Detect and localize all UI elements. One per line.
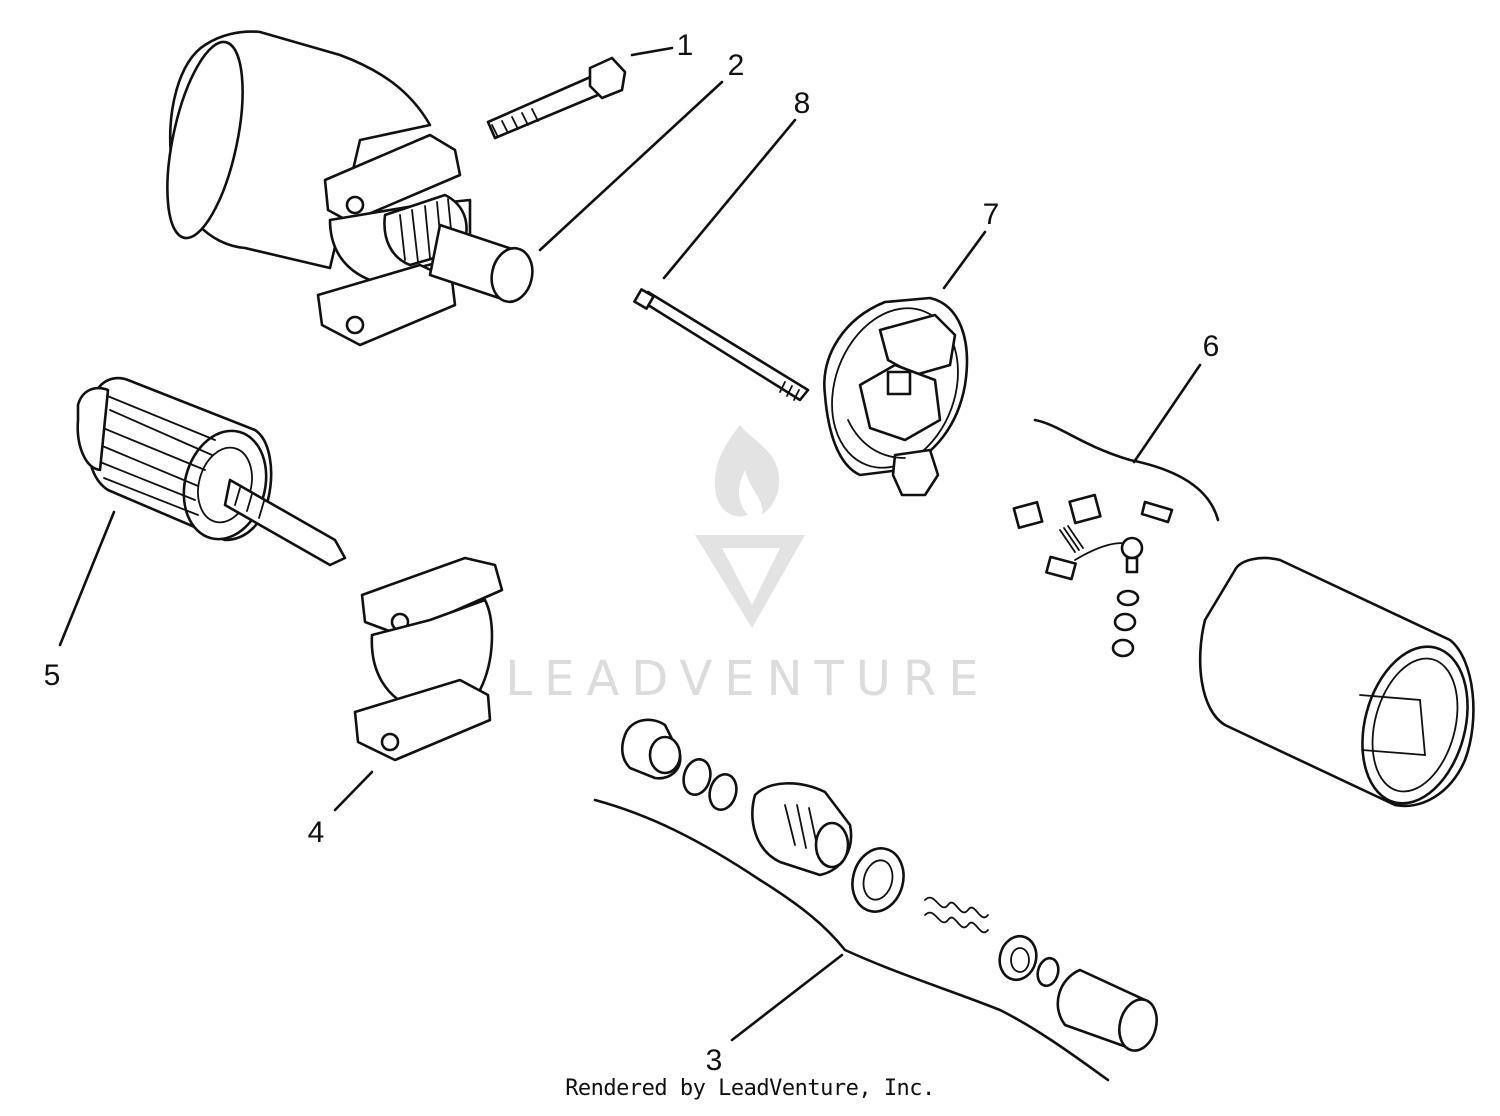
watermark: LEADVENTURE — [505, 425, 990, 707]
callout-3: 3 — [706, 1044, 723, 1077]
leader-line-5 — [58, 510, 116, 647]
callout-8: 8 — [794, 87, 811, 120]
leader-line-7 — [942, 230, 987, 290]
callout-5: 5 — [44, 659, 61, 692]
starter-housing-assembly — [166, 30, 534, 347]
armature-part — [76, 376, 347, 567]
callout-2: 2 — [728, 49, 745, 82]
callout-1: 1 — [677, 29, 694, 62]
bolt-part — [486, 56, 627, 140]
end-plate-part — [823, 296, 969, 497]
callout-7: 7 — [983, 198, 1000, 231]
callout-6: 6 — [1203, 330, 1220, 363]
watermark-flame-icon — [715, 425, 780, 517]
drive-kit-part — [593, 718, 1158, 1082]
watermark-v-icon — [695, 535, 805, 628]
callout-labels: 1 2 3 4 5 6 7 8 — [44, 29, 1220, 1077]
leader-line-3 — [730, 953, 844, 1042]
through-rod-part — [633, 288, 810, 402]
leader-line-4 — [333, 770, 374, 812]
frame-tube-part — [1198, 556, 1475, 808]
leader-line-8 — [662, 118, 797, 280]
leader-line-1 — [630, 46, 674, 57]
bracket-part — [353, 556, 504, 762]
leader-line-6 — [1132, 363, 1202, 464]
watermark-text: LEADVENTURE — [505, 651, 990, 707]
leader-lines — [58, 46, 1202, 1042]
brush-kit-part — [1012, 418, 1220, 658]
callout-4: 4 — [308, 816, 325, 849]
footer-credit: Rendered by LeadVenture, Inc. — [565, 1076, 935, 1101]
leader-line-2 — [538, 80, 724, 252]
